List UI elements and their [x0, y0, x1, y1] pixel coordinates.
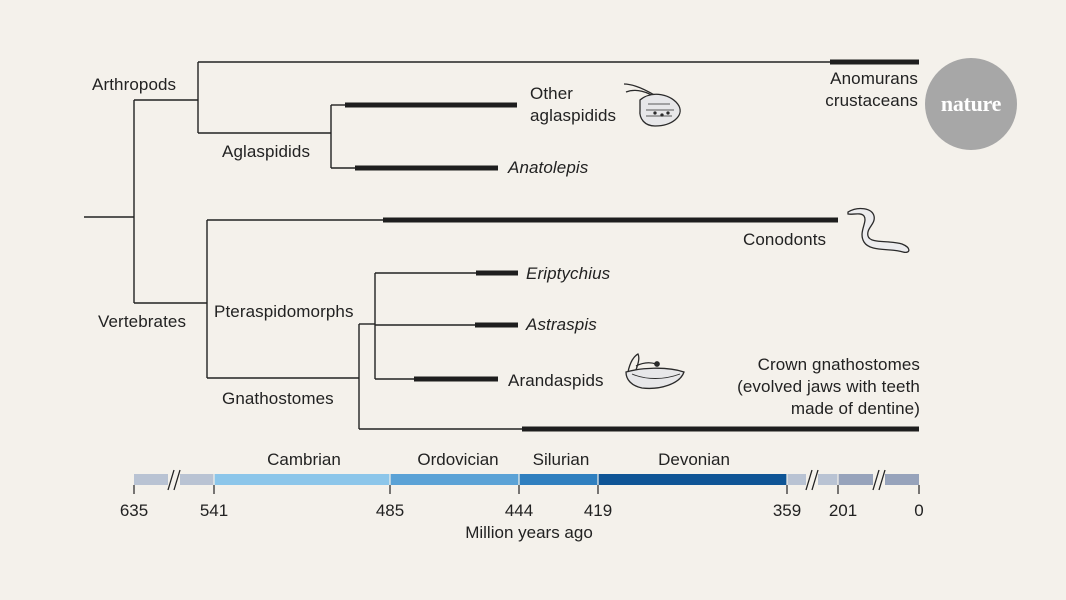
taxon-label-eriptychius: Eriptychius [526, 264, 611, 283]
axis-break [167, 469, 181, 491]
period-label-devonian: Devonian [658, 450, 730, 469]
taxon-label-conodonts: Conodonts [743, 230, 827, 249]
segment-separators [213, 474, 839, 485]
tick-label: 359 [772, 501, 802, 520]
silurian-segment [519, 474, 598, 485]
axis-title: Million years ago [465, 523, 593, 542]
period-label-ordovician: Ordovician [417, 450, 499, 469]
tick-label: 485 [375, 501, 405, 520]
tick-marks [133, 485, 920, 494]
cambrian-segment [214, 474, 390, 485]
tick-label: 635 [119, 501, 149, 520]
period-label-cambrian: Cambrian [267, 450, 341, 469]
taxon-label-anomurans: Anomurans crustaceans [825, 69, 918, 110]
clade-label-gnathostomes: Gnathostomes [222, 389, 334, 408]
taxon-label-arandaspids: Arandaspids [508, 371, 604, 390]
clade-label-aglaspidids: Aglaspidids [222, 142, 311, 161]
clade-label-vertebrates: Vertebrates [98, 312, 187, 331]
axis-break [805, 469, 819, 491]
aglaspidid-illustration [623, 83, 681, 127]
clade-label-pteraspidomorphs: Pteraspidomorphs [214, 302, 354, 321]
tick-label: 541 [199, 501, 229, 520]
tree-branches [84, 61, 830, 430]
tick-label: 0 [914, 501, 924, 520]
taxon-label-astraspis: Astraspis [526, 315, 597, 334]
geologic-timescale [133, 469, 920, 494]
conodont-illustration [847, 207, 910, 254]
tick-label: 419 [583, 501, 613, 520]
logo-text: nature [940, 91, 1002, 116]
ordovician-segment [390, 474, 519, 485]
range-bars [345, 59, 919, 432]
arandaspid-illustration [625, 353, 685, 390]
devonian-segment [598, 474, 787, 485]
taxon-label-crown-gnathostomes: Crown gnathostomes (evolved jaws with te… [737, 355, 920, 418]
tick-label: 444 [504, 501, 534, 520]
tick-label: 201 [828, 501, 858, 520]
taxon-label-anatolepis: Anatolepis [508, 158, 589, 177]
nature-logo: nature [925, 58, 1017, 150]
taxon-label-other-aglaspidids: Other aglaspidids [530, 84, 617, 125]
clade-label-arthropods: Arthropods [92, 75, 177, 94]
period-label-silurian: Silurian [532, 450, 590, 469]
axis-break [872, 469, 886, 491]
